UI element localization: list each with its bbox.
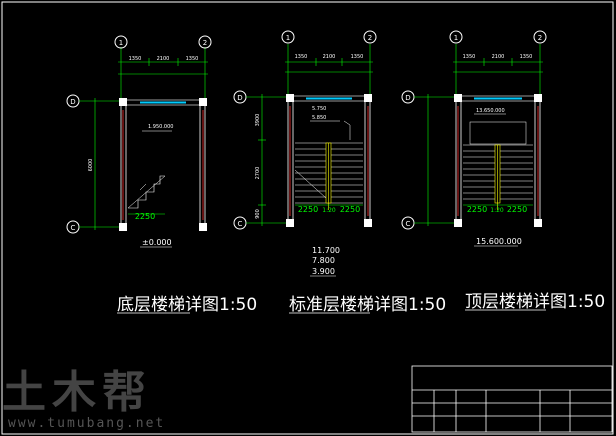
drawing-standard-floor: 1 2 1350 2100 1350 D C 3900 2700 900 5.7 [233,30,377,277]
axis-label: D [405,94,410,102]
axis-label: 1 [286,34,290,42]
level-mark: ±0.000 [142,238,172,247]
dim-text: 2100 [323,54,336,60]
level-mark: 5.750 [312,106,326,112]
axis-bubble-2 [533,30,547,44]
dim-text: 1350 [463,54,476,60]
level-mark: 5.850 [312,115,326,121]
level-mark: 1.950.000 [148,124,173,130]
dim-text: 1350 [295,54,308,60]
dim-text: 1:20 [322,207,336,214]
axis-label: 2 [368,34,372,42]
dim-text: 2250 [298,205,318,214]
dim-text: 2250 [507,205,527,214]
dim-text: 2100 [157,56,170,62]
dim-text: 2250 [467,205,487,214]
axis-label: C [71,224,76,232]
dim-text: 1350 [351,54,364,60]
axis-label: 2 [203,39,207,47]
level-mark: 13.650.000 [476,108,505,114]
dim-text: 2250 [340,205,360,214]
dim-text: 1350 [129,56,142,62]
watermark-url: www.tumubang.net [8,416,166,431]
dim-text: 1:20 [490,207,504,214]
drawing-ground-floor: 1 2 1350 2100 1350 D C 6000 1.950.000 [66,35,212,248]
axis-bubble-1 [449,30,463,44]
dim-text: 900 [255,209,261,219]
level-mark: 15.600.000 [476,237,522,246]
dim-text: 2700 [255,167,261,180]
axis-bubble-1 [114,35,128,49]
axis-label: C [238,220,243,228]
axis-label: D [237,94,242,102]
drawing-title-top: 顶层楼梯详图1:50 [465,292,606,312]
dim-text: 6000 [88,159,94,172]
axis-label: D [70,98,75,106]
axis-label: 1 [454,34,458,42]
level-mark: 3.900 [312,267,335,276]
axis-bubble-1 [281,30,295,44]
axis-bubble-2 [363,30,377,44]
drawing-title-standard: 标准层楼梯详图1:50 [289,295,447,315]
drawing-top-floor: 1 2 1350 2100 1350 D C 13.650.000 [401,30,547,247]
watermark-logo: 土木帮 [2,367,152,418]
dim-text: 1350 [186,56,199,62]
level-mark: 11.700 [312,246,340,255]
level-mark: 7.800 [312,256,335,265]
axis-label: C [406,220,411,228]
axis-bubble-2 [198,35,212,49]
dim-text: 3900 [255,114,261,127]
title-block [411,365,613,433]
dim-text: 1350 [520,54,533,60]
drawing-title-ground: 底层楼梯详图1:50 [117,295,258,315]
dim-text: 2100 [492,54,505,60]
axis-label: 1 [119,39,123,47]
dim-text: 2250 [135,212,155,221]
axis-label: 2 [538,34,542,42]
